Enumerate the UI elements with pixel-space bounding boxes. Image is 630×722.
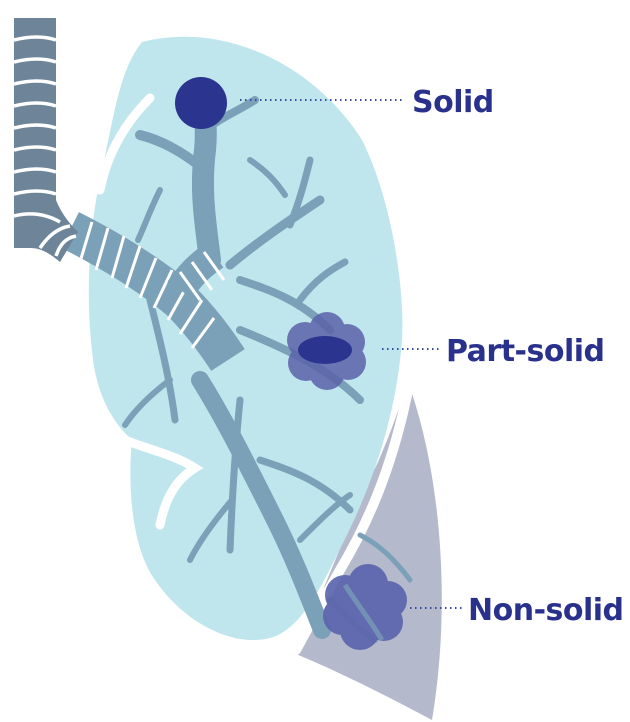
- solid-nodule: [175, 77, 227, 129]
- part-solid-core: [298, 336, 352, 364]
- part-solid-label: Part-solid: [446, 334, 605, 369]
- trachea: [14, 18, 78, 262]
- solid-label: Solid: [412, 85, 494, 120]
- non-solid-label: Non-solid: [468, 593, 624, 628]
